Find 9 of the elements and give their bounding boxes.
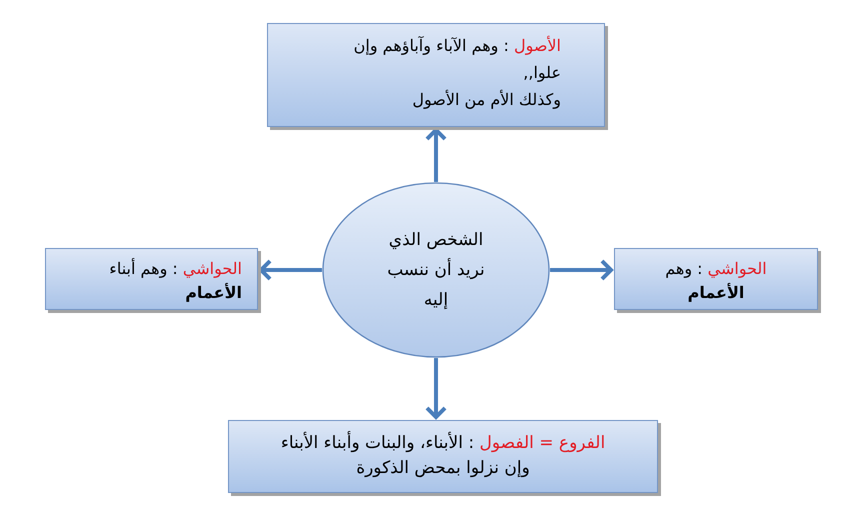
- definition-box: الفروع = الفصول : الأبناء، والبنات وأبناء الأبناء وإن نزلوا بمحض الذكورة: [228, 420, 658, 493]
- arrow: [259, 259, 322, 281]
- central-ellipse: الشخص الذي نريد أن ننسب إليه: [322, 182, 550, 358]
- arrow: [550, 259, 613, 281]
- definition-box: الحواشي : وهم أبناء الأعمام: [45, 248, 258, 310]
- definition-box: الحواشي : وهم الأعمام: [614, 248, 818, 310]
- arrow: [425, 358, 447, 419]
- definition-box: الأصول : وهم الآباء وآباؤهم وإن علوا,, وكذلك الأم من الأصول: [267, 23, 605, 127]
- arrow: [425, 128, 447, 182]
